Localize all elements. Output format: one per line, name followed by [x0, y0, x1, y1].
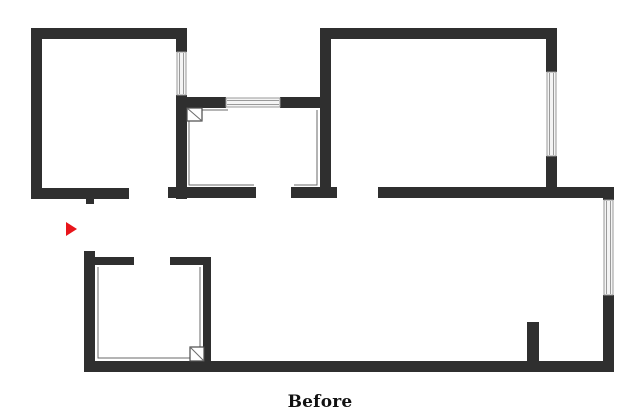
wall-segment	[176, 95, 187, 199]
window-icon	[603, 199, 614, 296]
wall-segment	[203, 257, 211, 363]
interior-lining	[97, 267, 190, 359]
interior-lining	[294, 110, 318, 186]
wall-segment	[546, 156, 557, 198]
room-top-right	[320, 28, 614, 198]
wall-column	[527, 322, 539, 364]
wall-segment	[603, 295, 614, 372]
wall-segment	[84, 251, 95, 372]
window-icon	[176, 51, 187, 96]
wall-segment	[320, 28, 331, 198]
room-top-left	[31, 28, 187, 204]
wall-stub	[86, 197, 94, 204]
wall-segment	[176, 28, 187, 52]
window-icon	[225, 97, 281, 108]
wall-segment	[31, 28, 187, 39]
wall-segment	[176, 97, 226, 108]
shaft-box	[189, 346, 205, 362]
wall-segment	[378, 187, 614, 198]
wall-segment	[84, 257, 134, 265]
room-bottom-right	[84, 187, 614, 372]
entrance-arrow-icon	[66, 222, 77, 236]
shaft-box	[186, 107, 203, 122]
wall-segment	[31, 188, 129, 199]
plan-caption: Before	[287, 392, 353, 412]
wall-segment	[546, 28, 557, 72]
room-small-top	[168, 28, 337, 198]
wall-segment	[291, 187, 337, 198]
wall-segment	[170, 257, 210, 265]
wall-segment	[31, 28, 42, 199]
wall-segment	[168, 187, 256, 198]
window-icon	[546, 71, 557, 157]
wall-segment	[280, 97, 330, 108]
interior-lining	[188, 110, 254, 186]
wall-segment	[603, 187, 614, 200]
wall-segment	[320, 28, 557, 39]
wall-segment	[84, 361, 614, 372]
room-bottom-left	[84, 251, 211, 372]
